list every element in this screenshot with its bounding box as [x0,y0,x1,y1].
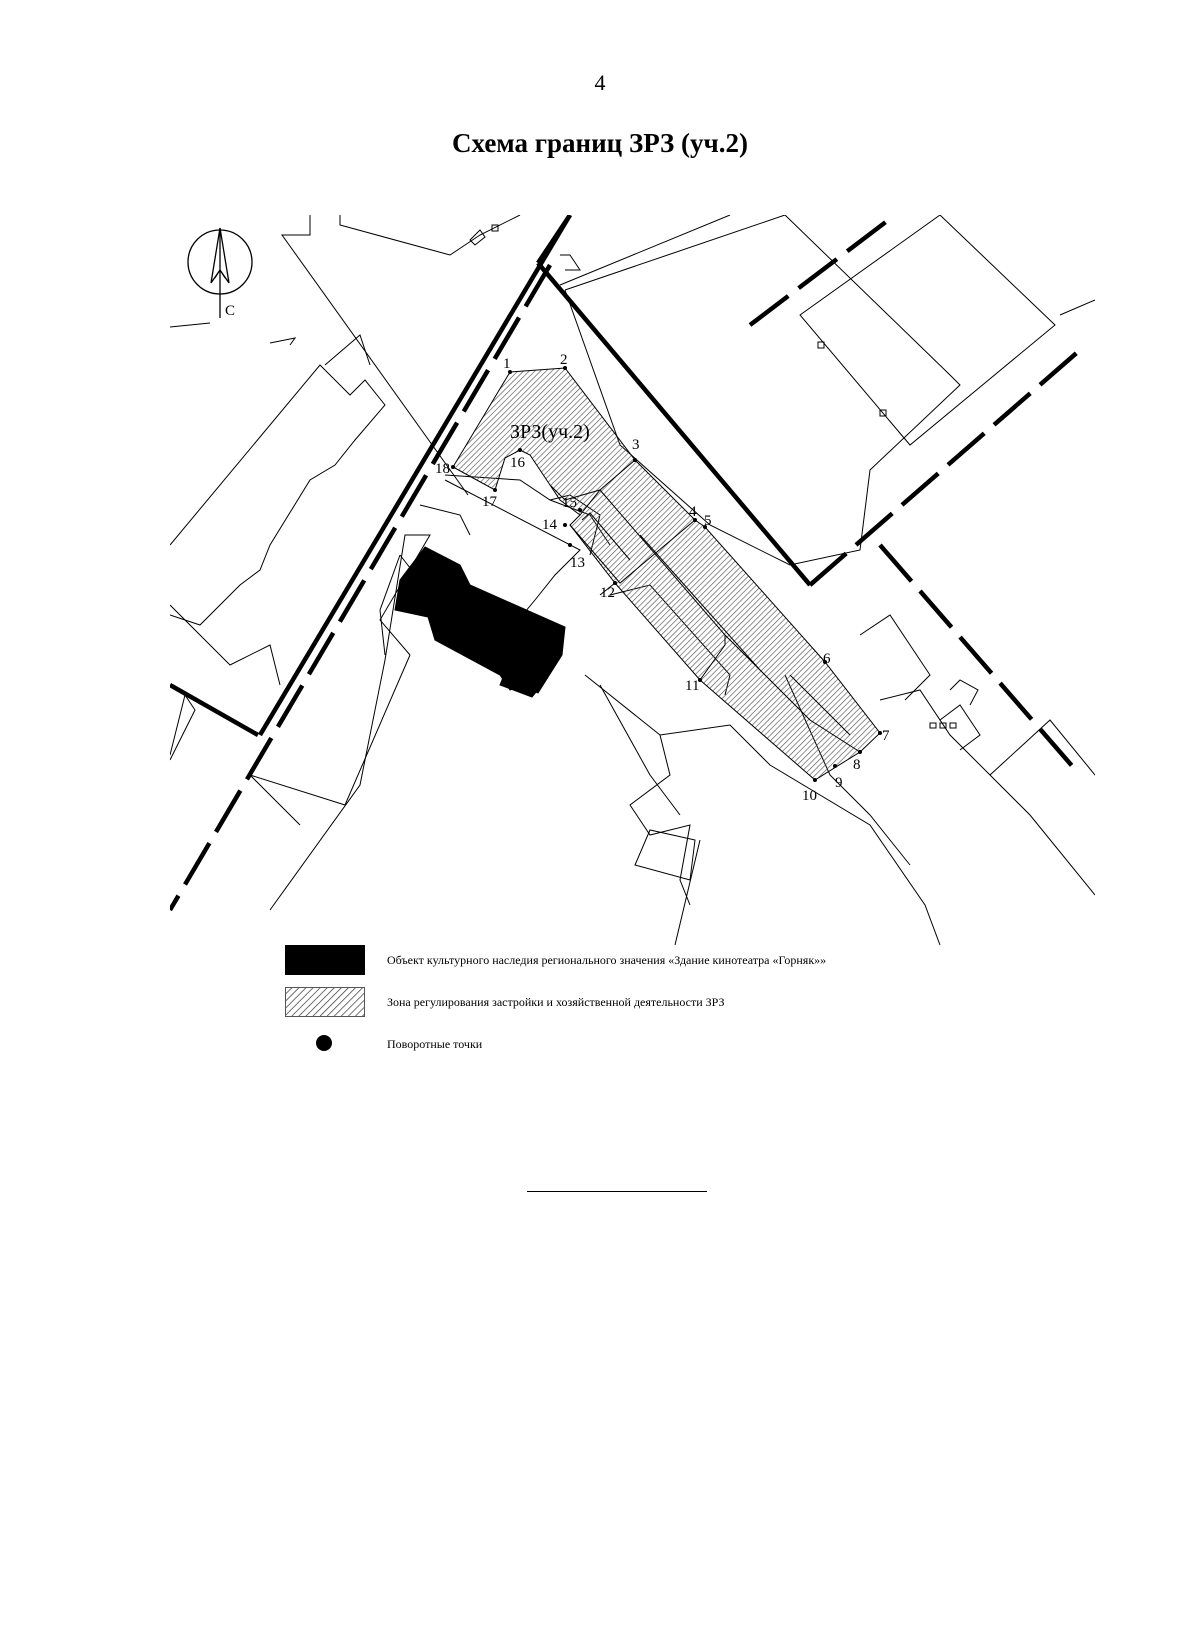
north-arrow-icon: С [187,227,253,319]
point-label: 6 [823,651,831,667]
legend-item-heritage: Объект культурного наследия региональног… [285,945,1045,975]
turning-point [703,525,707,529]
road-edge-line [748,215,897,327]
turning-point [858,750,862,754]
legend-label: Объект культурного наследия региональног… [387,953,827,967]
point-label: 1 [503,356,511,372]
turning-point [451,465,455,469]
road-edge-line [536,261,812,587]
turning-point [878,731,882,735]
turning-point [508,370,512,374]
north-arrow-label: С [225,303,235,319]
turning-point [833,764,837,768]
legend-item-points: Поворотные точки [285,1029,1045,1059]
turning-point [578,508,582,512]
point-label: 4 [689,504,697,520]
road-edge-line [536,215,572,265]
page-title: Схема границ ЗРЗ (уч.2) [452,128,748,158]
turning-point [518,448,522,452]
turning-point [813,778,817,782]
turning-point [633,458,637,462]
road-edge-line [258,215,572,737]
road-edge-line [808,348,1082,587]
black-dot-icon [316,1035,332,1051]
footer-divider [527,1191,707,1192]
point-label: 10 [802,788,817,804]
boundary-map: С ЗРЗ(уч.2) 1 2 [170,215,1095,945]
point-label: 7 [882,728,890,744]
road-edge-line [878,543,1082,777]
hatched-rectangle-icon [285,987,365,1017]
turning-point [563,366,567,370]
black-rectangle-icon [285,945,365,975]
page-number: 4 [594,70,606,95]
road-edge-line [170,683,260,737]
legend-label: Поворотные точки [387,1037,483,1051]
point-label: 18 [435,461,450,477]
road-edge-line [170,263,552,912]
point-label: 8 [853,757,861,773]
turning-point [613,581,617,585]
turning-point [698,678,702,682]
point-label: 15 [562,495,577,511]
point-label: 17 [482,494,498,510]
point-label: 2 [560,352,568,368]
zone-label: ЗРЗ(уч.2) [510,421,590,443]
legend-label: Зона регулирования застройки и хозяйстве… [387,995,725,1009]
point-label: 13 [570,555,585,571]
turning-point [563,523,567,527]
turning-point [693,518,697,522]
turning-point-dots [451,366,882,782]
turning-point [568,543,572,547]
point-label: 3 [632,437,640,453]
point-label: 12 [600,585,615,601]
point-label: 16 [510,455,526,471]
point-label: 11 [685,678,699,694]
point-label: 5 [704,513,712,529]
point-label: 14 [542,517,558,533]
legend-item-zone: Зона регулирования застройки и хозяйстве… [285,987,1045,1017]
turning-point [823,660,827,664]
point-label: 9 [835,775,843,791]
heritage-object [394,546,566,694]
turning-point [493,488,497,492]
